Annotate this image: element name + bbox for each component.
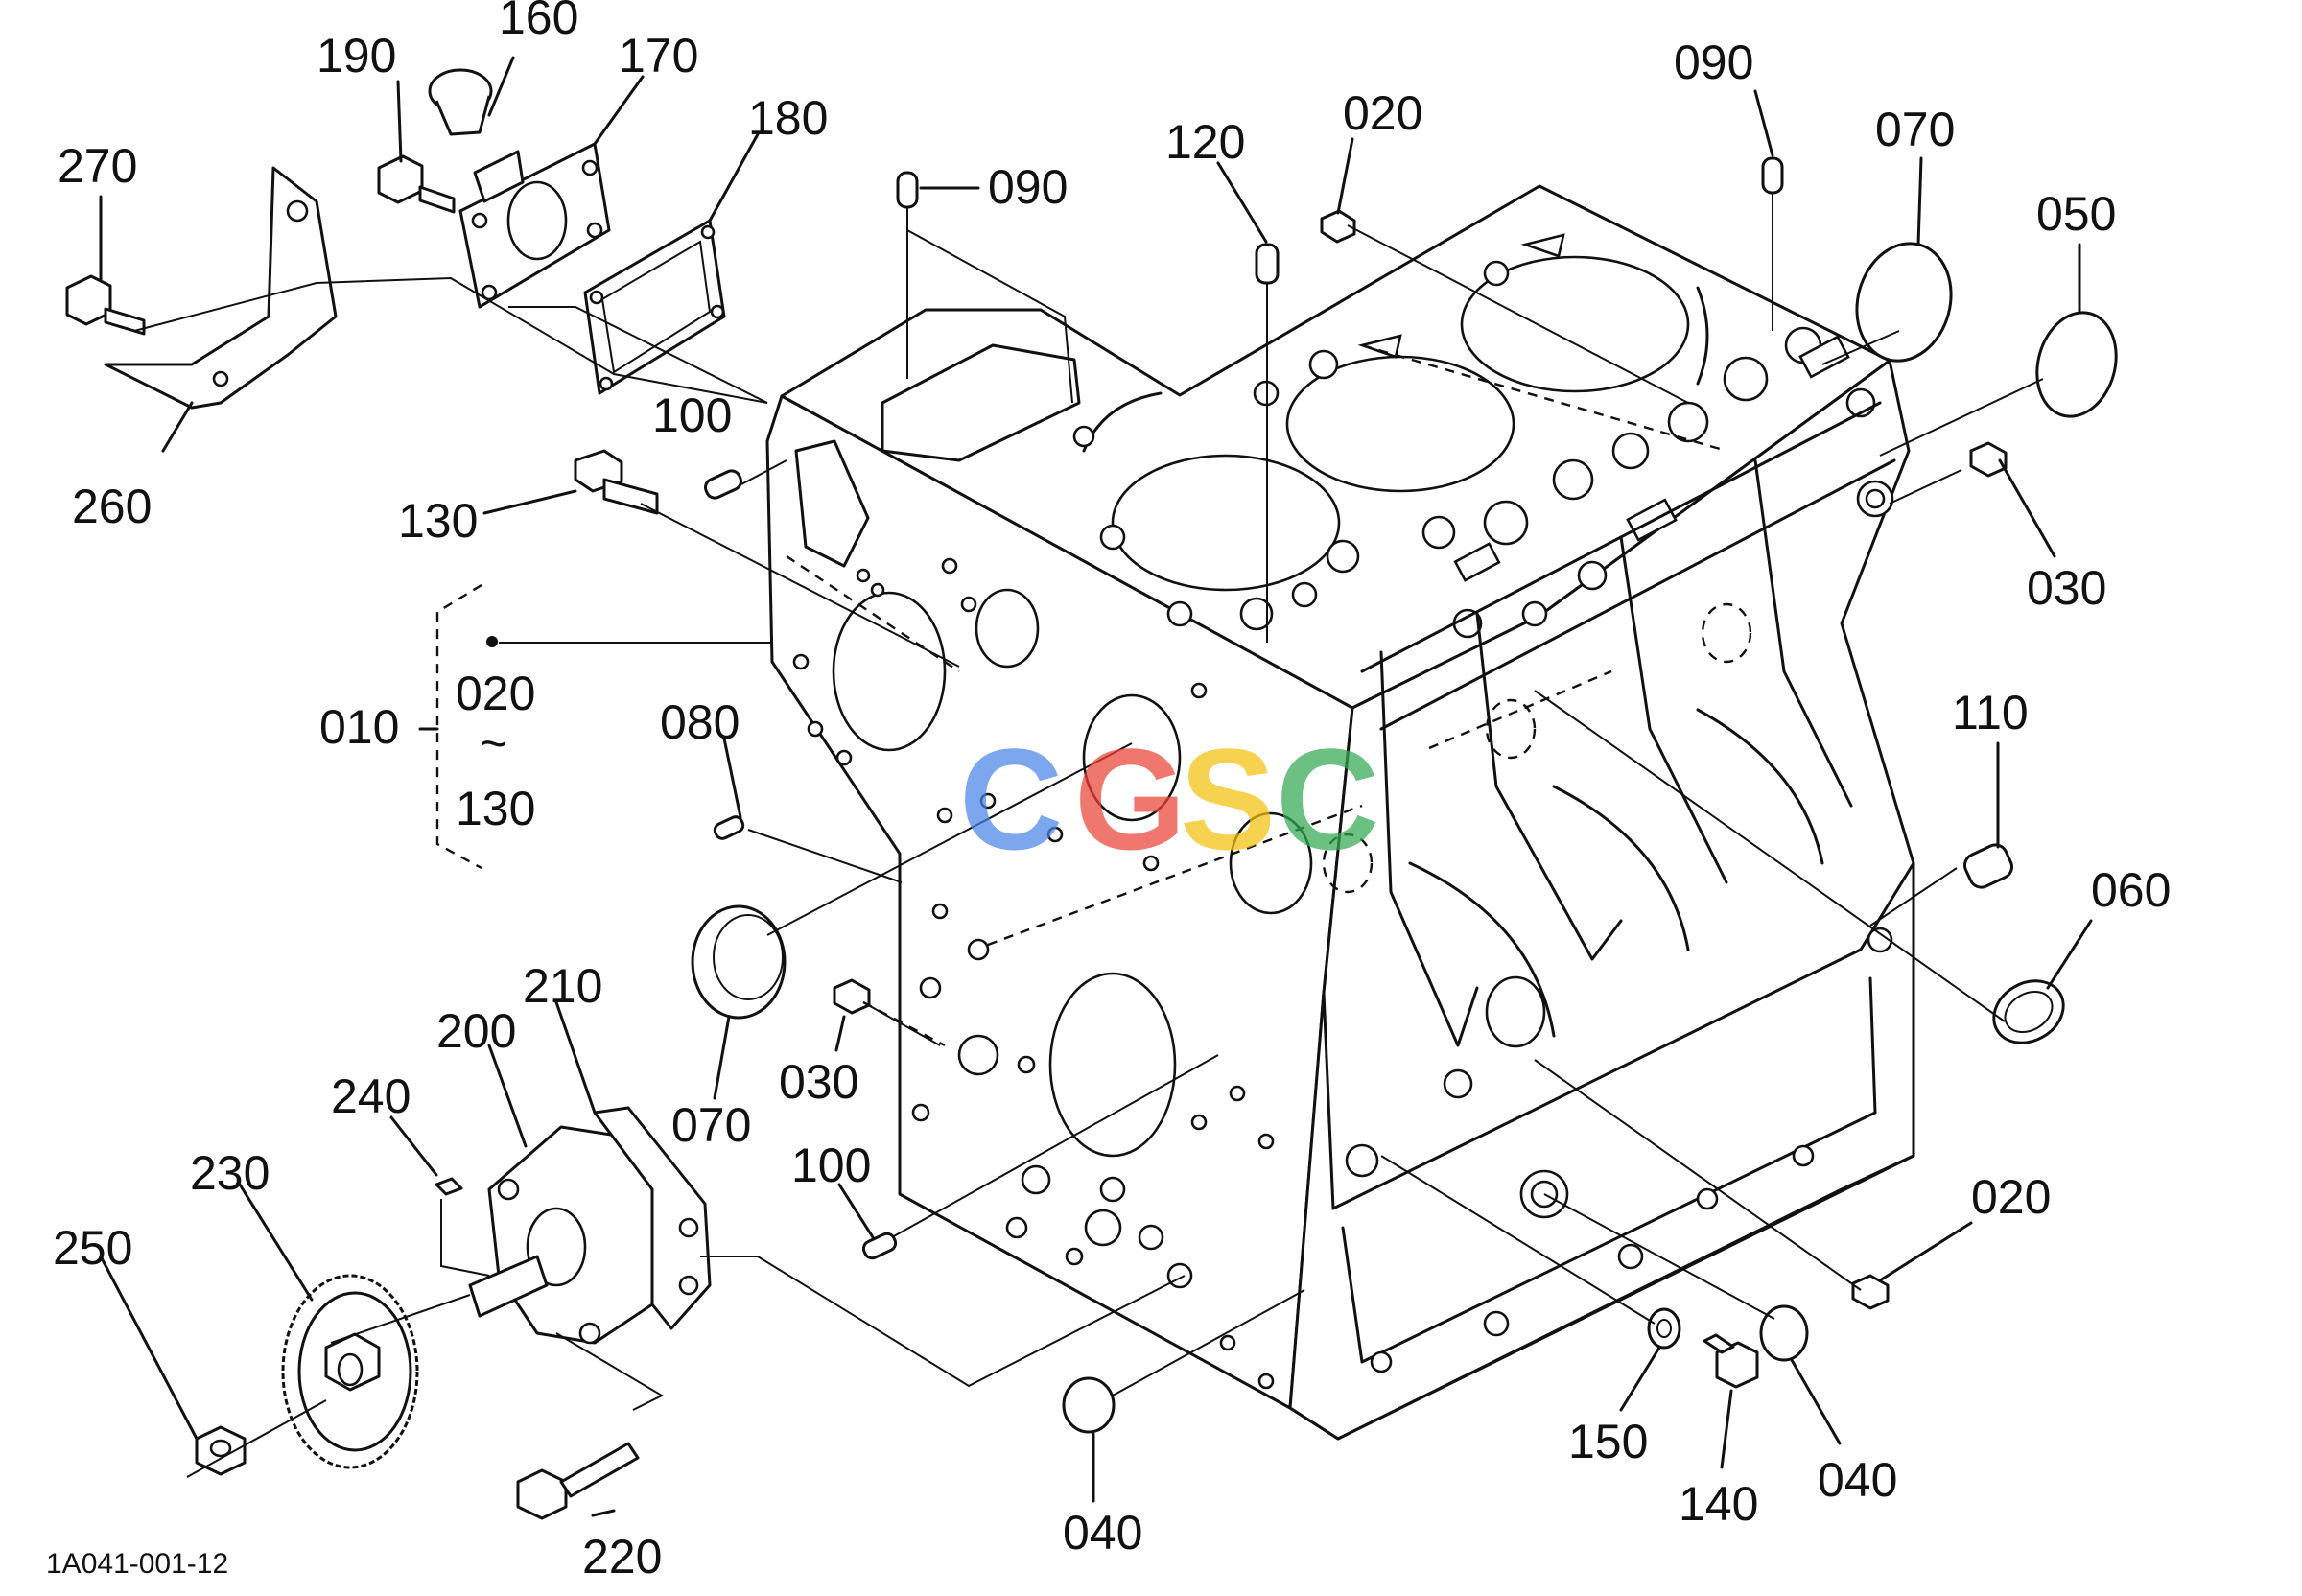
cylinder-bore-3 xyxy=(1460,255,1690,393)
part-230-gear[interactable] xyxy=(281,1274,419,1469)
block-skirt-inner xyxy=(1341,976,1877,1364)
callout-090-left: 090 xyxy=(988,160,1068,214)
watermark-letter-g: G xyxy=(1074,718,1186,880)
callout-070-top: 070 xyxy=(1875,103,1955,156)
block-skirt-line xyxy=(1322,861,1915,1210)
front-bore-idler xyxy=(1229,811,1313,915)
watermark-letter-c1: C xyxy=(959,718,1063,880)
callout-070-left: 070 xyxy=(671,1098,751,1152)
side-rib-4 xyxy=(1753,458,1853,808)
callout-170: 170 xyxy=(619,29,698,82)
side-holes xyxy=(1345,480,1894,1373)
part-180-gasket[interactable] xyxy=(583,219,726,395)
callout-060: 060 xyxy=(2091,863,2171,917)
cylinder-block[interactable] xyxy=(765,184,1915,1441)
callout-020-top: 020 xyxy=(1343,86,1422,140)
part-100-pin-lower[interactable] xyxy=(861,1232,898,1261)
front-face-holes xyxy=(792,557,1275,1390)
part-090-pin-right[interactable] xyxy=(1761,156,1784,195)
side-rib-2 xyxy=(1475,612,1623,961)
callout-030-left: 030 xyxy=(779,1055,858,1109)
part-080-pin[interactable] xyxy=(713,814,745,840)
range-start-label: 020 xyxy=(456,667,535,720)
callout-230: 230 xyxy=(190,1146,270,1200)
callout-050: 050 xyxy=(2036,187,2116,241)
callout-040-left: 040 xyxy=(1063,1506,1142,1560)
part-030-plug-left[interactable] xyxy=(833,978,871,1015)
part-210-pump-cover[interactable] xyxy=(593,1106,712,1330)
part-130-valve[interactable] xyxy=(574,449,659,515)
part-190-bolt[interactable] xyxy=(377,154,456,214)
callout-110: 110 xyxy=(1952,686,2029,739)
callout-100-upper: 100 xyxy=(652,388,732,442)
callout-250: 250 xyxy=(53,1221,132,1275)
part-020-plug-lower[interactable] xyxy=(1851,1274,1890,1310)
part-040-plug-left[interactable] xyxy=(1062,1376,1116,1434)
callout-150: 150 xyxy=(1568,1415,1648,1468)
tappet-window xyxy=(881,343,1081,462)
part-220-bolt[interactable] xyxy=(516,1442,640,1520)
callout-240: 240 xyxy=(331,1069,411,1123)
front-bore-crankshaft xyxy=(1048,972,1177,1158)
callout-260: 260 xyxy=(72,480,152,533)
callout-020-lower: 020 xyxy=(1971,1170,2051,1224)
assembly-dot xyxy=(486,636,498,647)
range-tilde: ~ xyxy=(480,716,507,770)
watermark-letter-s: S xyxy=(1180,718,1276,880)
front-bore-camshaft xyxy=(1082,693,1182,822)
cylinder-bore-1 xyxy=(1111,454,1341,592)
part-070-seal-left[interactable] xyxy=(691,904,787,1020)
part-100-pin-upper[interactable] xyxy=(703,468,744,501)
part-200-oil-pump[interactable] xyxy=(487,1125,654,1345)
part-140-bolt[interactable] xyxy=(1703,1333,1759,1389)
side-crank-web xyxy=(1408,708,1824,1038)
range-end-label: 130 xyxy=(456,782,535,835)
front-plate-window xyxy=(794,439,870,568)
callout-120: 120 xyxy=(1165,115,1245,169)
part-120-pin[interactable] xyxy=(1255,243,1280,285)
callout-080: 080 xyxy=(660,695,740,749)
front-bore-upper-left xyxy=(832,591,947,752)
part-160-plug[interactable] xyxy=(428,68,493,136)
callout-030-right: 030 xyxy=(2027,561,2106,615)
part-270-bolt[interactable] xyxy=(65,274,146,336)
callout-220: 220 xyxy=(582,1530,662,1584)
part-260-bracket[interactable] xyxy=(104,166,338,410)
callout-160: 160 xyxy=(499,0,578,44)
part-240-key[interactable] xyxy=(435,1177,463,1196)
callout-100-lower: 100 xyxy=(791,1138,871,1192)
leader-lines xyxy=(99,56,2093,1517)
callout-190: 190 xyxy=(317,29,396,82)
callout-270: 270 xyxy=(58,139,137,193)
callout-010: 010 xyxy=(319,700,399,754)
callout-130: 130 xyxy=(398,494,478,548)
side-upper-rail xyxy=(1360,401,1896,731)
side-rib-1 xyxy=(1379,650,1479,1047)
callout-200: 200 xyxy=(436,1004,516,1058)
front-bore-upper-small xyxy=(975,588,1040,669)
part-110-dowel[interactable] xyxy=(1961,841,2016,891)
part-040-plug-right[interactable] xyxy=(1759,1304,1809,1362)
cgsc-watermark: C G S C xyxy=(959,718,1379,880)
drawing-reference: 1A041-001-12 xyxy=(46,1548,228,1580)
part-060-seal[interactable] xyxy=(1983,969,2075,1055)
part-150-washer[interactable] xyxy=(1647,1307,1681,1350)
callout-040-right: 040 xyxy=(1818,1453,1897,1507)
watermark-letter-c2: C xyxy=(1276,718,1379,880)
part-170-flange[interactable] xyxy=(458,142,611,309)
pump-shaft xyxy=(468,1255,549,1318)
part-050-cap[interactable] xyxy=(2026,304,2127,426)
callout-090-right: 090 xyxy=(1674,35,1753,89)
side-rib-3 xyxy=(1619,535,1728,884)
callout-210: 210 xyxy=(523,959,602,1013)
part-250-nut[interactable] xyxy=(195,1425,247,1476)
callout-140: 140 xyxy=(1679,1477,1758,1531)
group-bracket-010 xyxy=(435,583,482,870)
callout-180: 180 xyxy=(748,91,828,145)
part-090-pin-left[interactable] xyxy=(896,171,919,209)
block-pan-flange xyxy=(1288,1154,1915,1441)
